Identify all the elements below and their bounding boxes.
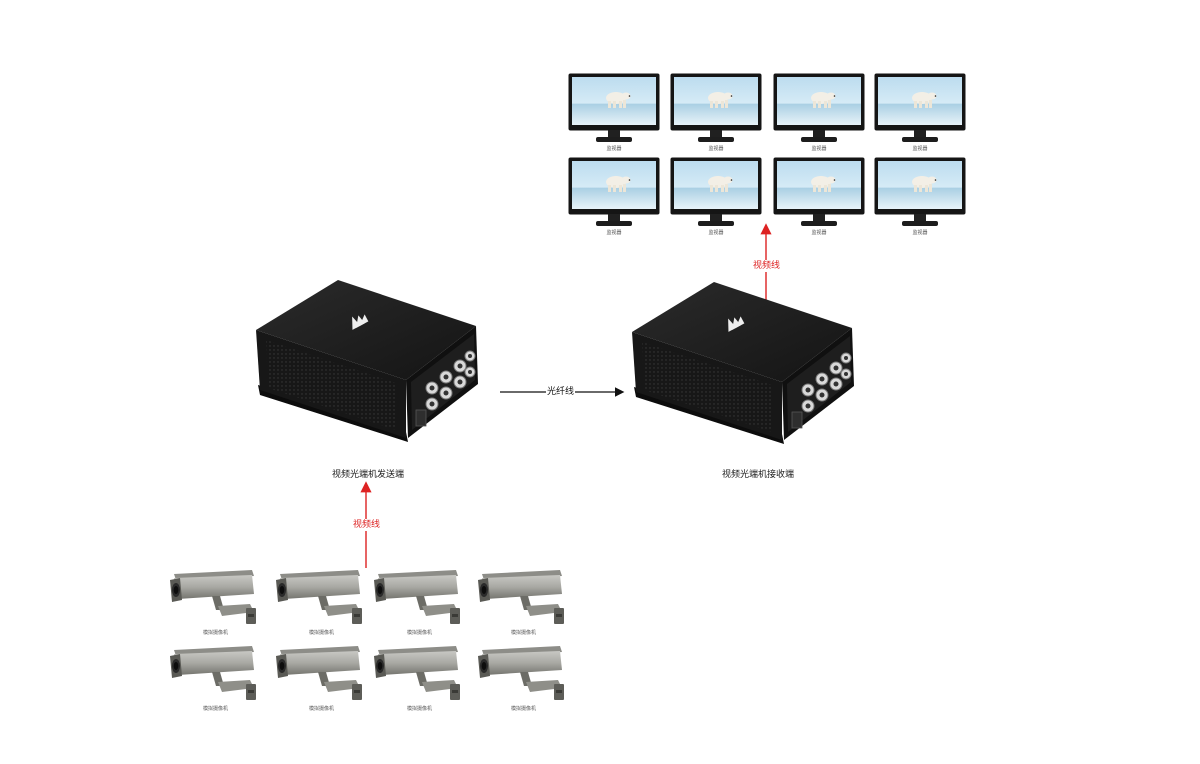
camera-label: 模拟摄像机 bbox=[202, 630, 228, 636]
transmitter-label: 视频光端机发送端 bbox=[332, 470, 405, 480]
cctv-camera-icon bbox=[274, 644, 369, 706]
monitor-icon bbox=[670, 73, 762, 145]
monitor-label: 监视器 bbox=[708, 146, 724, 152]
camera-label: 模拟摄像机 bbox=[202, 706, 228, 712]
monitor: 监视器 bbox=[568, 73, 660, 157]
optical-transceiver-icon bbox=[632, 282, 872, 452]
monitor-label: 监视器 bbox=[912, 230, 928, 236]
monitor: 监视器 bbox=[874, 157, 966, 241]
monitor-icon bbox=[773, 73, 865, 145]
monitor: 监视器 bbox=[670, 73, 762, 157]
receiver-device bbox=[632, 282, 872, 452]
receiver-label: 视频光端机接收端 bbox=[722, 470, 795, 480]
monitor: 监视器 bbox=[773, 73, 865, 157]
camera: 模拟摄像机 bbox=[476, 568, 571, 638]
camera-label: 模拟摄像机 bbox=[308, 706, 334, 712]
transmitter-device bbox=[256, 280, 496, 450]
camera-label: 模拟摄像机 bbox=[406, 706, 432, 712]
cctv-camera-icon bbox=[372, 568, 467, 630]
monitor-label: 监视器 bbox=[811, 230, 827, 236]
fiber-line-label: 光纤线 bbox=[546, 386, 576, 398]
camera-label: 模拟摄像机 bbox=[510, 706, 536, 712]
camera-label: 模拟摄像机 bbox=[510, 630, 536, 636]
monitor: 监视器 bbox=[773, 157, 865, 241]
cctv-camera-icon bbox=[274, 568, 369, 630]
camera: 模拟摄像机 bbox=[372, 644, 467, 714]
video-line-label-monitors: 视频线 bbox=[752, 260, 782, 272]
monitor-label: 监视器 bbox=[606, 146, 622, 152]
cctv-camera-icon bbox=[168, 644, 263, 706]
monitor: 监视器 bbox=[568, 157, 660, 241]
monitor-icon bbox=[874, 73, 966, 145]
camera: 模拟摄像机 bbox=[274, 568, 369, 638]
monitor-icon bbox=[568, 73, 660, 145]
monitor-icon bbox=[670, 157, 762, 229]
monitor-label: 监视器 bbox=[708, 230, 724, 236]
monitor: 监视器 bbox=[670, 157, 762, 241]
camera: 模拟摄像机 bbox=[274, 644, 369, 714]
cctv-camera-icon bbox=[372, 644, 467, 706]
monitor-icon bbox=[874, 157, 966, 229]
monitor-label: 监视器 bbox=[912, 146, 928, 152]
monitor-label: 监视器 bbox=[606, 230, 622, 236]
monitor-icon bbox=[773, 157, 865, 229]
monitor-label: 监视器 bbox=[811, 146, 827, 152]
camera-label: 模拟摄像机 bbox=[308, 630, 334, 636]
monitor-icon bbox=[568, 157, 660, 229]
cctv-camera-icon bbox=[476, 644, 571, 706]
camera-label: 模拟摄像机 bbox=[406, 630, 432, 636]
camera: 模拟摄像机 bbox=[372, 568, 467, 638]
optical-transceiver-icon bbox=[256, 280, 496, 450]
camera: 模拟摄像机 bbox=[168, 644, 263, 714]
camera: 模拟摄像机 bbox=[476, 644, 571, 714]
camera: 模拟摄像机 bbox=[168, 568, 263, 638]
cctv-camera-icon bbox=[168, 568, 263, 630]
cctv-camera-icon bbox=[476, 568, 571, 630]
video-line-label-cameras: 视频线 bbox=[352, 519, 382, 531]
monitor: 监视器 bbox=[874, 73, 966, 157]
